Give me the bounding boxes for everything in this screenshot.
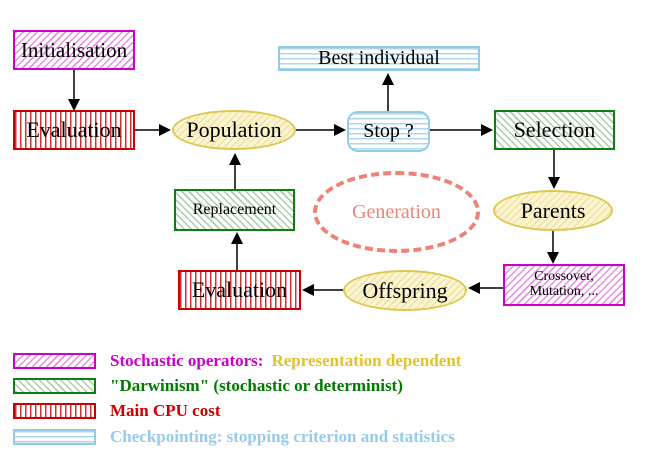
node-parents-label: Parents bbox=[520, 197, 586, 223]
node-population-label: Population bbox=[186, 117, 282, 143]
arrow-stop-to-selection bbox=[430, 124, 493, 136]
arrow-evaluation-to-population bbox=[135, 124, 171, 136]
node-best-individual: Best individual bbox=[278, 46, 480, 71]
legend-representation-dependent-label: Representation dependent bbox=[271, 350, 462, 370]
node-evaluation-top: Evaluation bbox=[13, 110, 135, 150]
node-initialisation: Initialisation bbox=[13, 30, 135, 70]
node-selection-label: Selection bbox=[513, 117, 596, 143]
arrow-selection-to-parents bbox=[548, 150, 560, 189]
red-vertical-stripe-swatch bbox=[13, 402, 96, 419]
legend-stochastic-operators-label: Stochastic operators: bbox=[110, 350, 264, 370]
node-stop: Stop ? bbox=[347, 111, 430, 152]
node-generation-label: Generation bbox=[352, 200, 441, 223]
arrow-evaluation-to-replacement bbox=[231, 232, 243, 270]
node-replacement: Replacement bbox=[174, 189, 295, 231]
node-stop-label: Stop ? bbox=[363, 120, 414, 142]
node-mutation-label: Mutation, ... bbox=[529, 284, 599, 299]
node-best-individual-label: Best individual bbox=[318, 47, 440, 69]
node-offspring-label: Offspring bbox=[362, 277, 448, 303]
legend-row-checkpointing: Checkpointing: stopping criterion and st… bbox=[13, 426, 455, 446]
node-selection: Selection bbox=[494, 110, 615, 150]
cyan-horizontal-stripe-swatch bbox=[13, 428, 96, 445]
node-evaluation-top-label: Evaluation bbox=[26, 117, 122, 143]
arrow-replacement-to-population bbox=[229, 153, 241, 189]
node-crossover-mutation: Crossover, Mutation, ... bbox=[503, 264, 625, 306]
legend-darwinism-label: "Darwinism" (stochastic or determinist) bbox=[110, 375, 403, 395]
legend-checkpointing-label: Checkpointing: stopping criterion and st… bbox=[110, 426, 455, 446]
node-evaluation-bottom-label: Evaluation bbox=[191, 277, 288, 303]
node-initialisation-label: Initialisation bbox=[20, 37, 128, 62]
node-generation-cycle: Generation bbox=[313, 171, 480, 253]
legend-row-stochastic-operators: Stochastic operators: Representation dep… bbox=[13, 350, 462, 370]
arrow-offspring-to-evaluation bbox=[302, 284, 343, 296]
arrow-stop-to-best-individual bbox=[382, 73, 394, 111]
legend-row-darwinism: "Darwinism" (stochastic or determinist) bbox=[13, 375, 403, 395]
legend-row-main-cpu-cost: Main CPU cost bbox=[13, 400, 221, 420]
legend-main-cpu-cost-label: Main CPU cost bbox=[110, 400, 221, 420]
node-crossover-label: Crossover, bbox=[534, 269, 594, 285]
node-offspring: Offspring bbox=[343, 270, 467, 311]
node-evaluation-bottom: Evaluation bbox=[178, 270, 301, 310]
arrow-population-to-stop bbox=[296, 124, 346, 136]
node-replacement-label: Replacement bbox=[192, 200, 277, 218]
arrow-parents-to-crossover bbox=[547, 231, 559, 264]
node-population: Population bbox=[172, 110, 296, 150]
node-parents: Parents bbox=[493, 190, 613, 231]
magenta-diagonal-hatch-swatch bbox=[13, 352, 96, 369]
green-diagonal-hatch-swatch bbox=[13, 377, 96, 394]
arrow-initialisation-to-evaluation bbox=[68, 70, 80, 111]
arrow-crossover-to-offspring bbox=[468, 282, 503, 294]
